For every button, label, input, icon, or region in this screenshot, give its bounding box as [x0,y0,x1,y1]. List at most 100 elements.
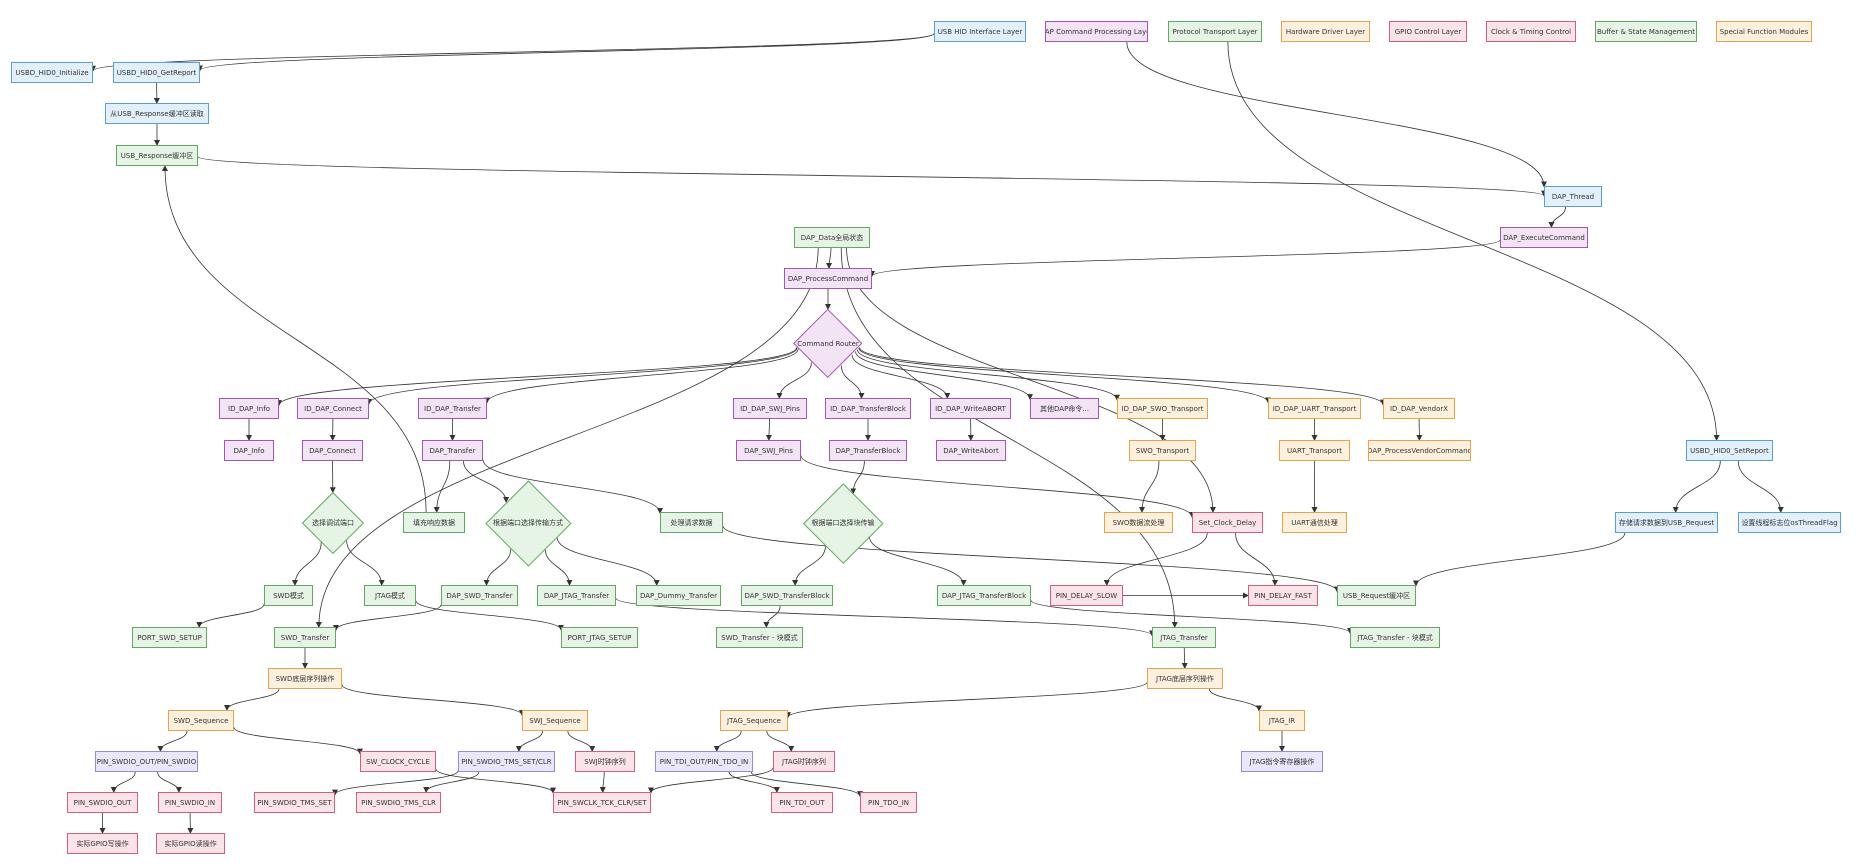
decision-select-transfer: 根据端口选择传输方式 [485,480,571,566]
node-process-cmd: DAP_ProcessCommand [784,268,872,289]
node-dap-swj-pins: DAP_SWJ_Pins [736,440,801,461]
edge-dap-transfer-to-select-transfer [463,460,510,503]
node-jtag-clock-seq: JTAG时钟序列 [773,751,835,772]
legend-item-5: GPIO Control Layer [1389,21,1467,42]
edge-dap-swd-tb-to-swd-transfer-block [763,605,781,628]
edge-sw-clock-cycle-to-pin-swclk [435,768,556,794]
node-id-swj-pins: ID_DAP_SWJ_Pins [733,398,807,419]
edge-dap-transfer-to-fill-resp [433,460,451,513]
node-dap-swd-tb: DAP_SWD_TransferBlock [741,585,833,606]
edge-cmd-router-to-id-vendor [859,347,1386,406]
legend-item-1: USB HID Interface Layer [934,21,1026,42]
node-vendor-cmd: DAP_ProcessVendorCommand [1368,440,1471,461]
node-hid-getreport: USBD_HID0_GetReport [113,62,200,83]
edge-pin-swdio-tms-to-pin-swdio-tms-clr [423,771,480,793]
edge-resp-buf-to-dap-thread [197,156,1547,197]
edge-dap-thread-to-exec-cmd [1548,206,1566,228]
node-uart-comm: UART通信处理 [1282,512,1347,533]
node-swd-mode: SWD模式 [264,585,313,606]
node-dap-transfer: DAP_Transfer [422,440,483,461]
edge-dap-data-to-process-cmd [826,247,833,269]
node-swo-transport: SWO_Transport [1129,440,1196,461]
edge-cmd-router-to-id-uart [858,347,1271,404]
edge-set-clock-to-pin-delay-fast [1235,532,1279,586]
node-swj-clock-seq: SWJ时钟序列 [575,751,635,772]
node-swd-transfer-block: SWD_Transfer - 块模式 [716,627,803,648]
node-pin-delay-fast: PIN_DELAY_FAST [1248,585,1318,606]
edge-dap-jtag-tb-to-jtag-transfer-block [1030,599,1353,634]
edge-fill-resp-to-resp-buf [161,165,427,513]
edge-swd-sequence-to-sw-clock-cycle [233,727,363,755]
node-pin-swdio-tms-set: PIN_SWDIO_TMS_SET [254,792,335,813]
edge-cmd-router-to-id-swo [856,349,1120,401]
node-other-cmds: 其他DAP命令... [1030,398,1099,419]
node-dap-swd-transfer: DAP_SWD_Transfer [441,585,518,606]
decision-label: 根据端口选择传输方式 [493,519,563,527]
edge-select-transfer-to-dap-dummy [556,536,660,586]
node-dap-jtag-transfer: DAP_JTAG_Transfer [537,585,616,606]
node-id-uart: ID_DAP_UART_Transport [1268,398,1361,419]
edge-dap-data-to-swd-transfer [315,247,819,628]
edge-pin-tdi-tdo-to-pin-tdi-out [728,771,780,793]
edge-cmd-router-to-id-transfer [484,349,799,404]
edge-id-swj-pins-to-dap-swj-pins [765,418,772,441]
edge-cmd-router-to-id-swj-pins [776,362,812,399]
node-id-connect: ID_DAP_Connect [297,398,369,419]
edge-jtag-sequence-to-jtag-clock-seq [766,730,795,752]
node-id-transferblock: ID_DAP_TransferBlock [825,398,911,419]
node-set-flag: 设置线程标志位osThreadFlag [1738,512,1841,533]
edge-dap-transferblock-to-select-block [850,460,865,495]
decision-label: 根据端口选择块传输 [811,519,875,527]
decision-label: 选择调试端口 [312,519,354,527]
node-gpio-read: 实际GPIO读操作 [156,833,225,854]
node-jtag-mode: JTAG模式 [364,585,416,606]
legend-item-8: Special Function Modules [1716,21,1812,42]
decision-select-port: 选择调试端口 [302,492,364,554]
edge-swo-transport-to-swo-stream [1139,460,1160,513]
edge-cmd-router-to-other-cmds [855,351,1033,401]
edge-swd-seq-ops-to-swd-sequence [224,688,280,711]
node-dap-thread: DAP_Thread [1544,186,1602,207]
node-jtag-ir-ops: JTAG指令寄存器操作 [1241,751,1323,772]
edge-jtag-seq-ops-to-jtag-sequence [785,681,1148,719]
node-dap-transferblock: DAP_TransferBlock [829,440,907,461]
node-pin-swdio-out-in: PIN_SWDIO_OUT/PIN_SWDIO [95,751,198,772]
edge-jtag-sequence-to-pin-tdi-tdo [713,730,742,752]
edge-select-port-to-jtag-mode [346,540,385,586]
node-dap-data: DAP_Data全局状态 [794,227,870,248]
edge-jtag-seq-ops-to-jtag-ir [1208,688,1262,712]
edge-pin-swdio-tms-to-pin-swdio-tms-set [332,770,459,796]
node-read-resp: 从USB_Response缓冲区读取 [105,103,209,124]
node-id-swo: ID_DAP_SWO_Transport [1117,398,1208,419]
node-port-swd: PORT_SWD_SETUP [132,627,207,648]
node-swj-sequence: SWJ_Sequence [522,710,588,731]
edge-cmd-router-to-id-transferblock [840,365,865,399]
node-swd-sequence: SWD_Sequence [168,710,234,731]
node-swd-transfer: SWD_Transfer [274,627,336,648]
edge-cmd-router-to-id-info [276,347,797,407]
edge-exec-cmd-to-process-cmd [869,239,1501,277]
edge-swd-sequence-to-pin-swdio-out-in [157,730,188,752]
edge-proc-req-to-req-buf [722,525,1340,593]
node-pin-tdi-tdo: PIN_TDI_OUT/PIN_TDO_IN [655,751,753,772]
node-proc-req: 处理请求数据 [660,512,723,533]
node-pin-swdio-out: PIN_SWDIO_OUT [67,792,138,813]
node-pin-tdi-out: PIN_TDI_OUT [771,792,833,813]
edge-swd-mode-to-port-swd [196,603,265,628]
edge-dap-swj-pins-to-set-clock [800,455,1195,518]
edge-dap-data-to-set-clock [846,247,1216,513]
edge-swj-sequence-to-pin-swdio-tms [515,730,543,752]
node-gpio-write: 实际GPIO写操作 [67,833,138,854]
edge-select-transfer-to-dap-jtag-transfer [544,548,573,586]
edge-jtag-clock-seq-to-pin-swclk [648,767,774,794]
node-pin-swdio-tms: PIN_SWDIO_TMS_SET/CLR [458,751,555,772]
decision-select-block: 根据端口选择块传输 [802,482,883,563]
edge-pin-swdio-out-in-to-pin-swdio-in [157,771,182,793]
edge-hid-setreport-to-store-req [1672,460,1721,513]
node-pin-swclk: PIN_SWCLK_TCK_CLR/SET [553,792,651,813]
node-id-writeabort: ID_DAP_WriteABORT [930,398,1011,419]
decision-cmd-router: Command Router [793,309,863,379]
edge-L0-to-hid-init [90,33,935,72]
